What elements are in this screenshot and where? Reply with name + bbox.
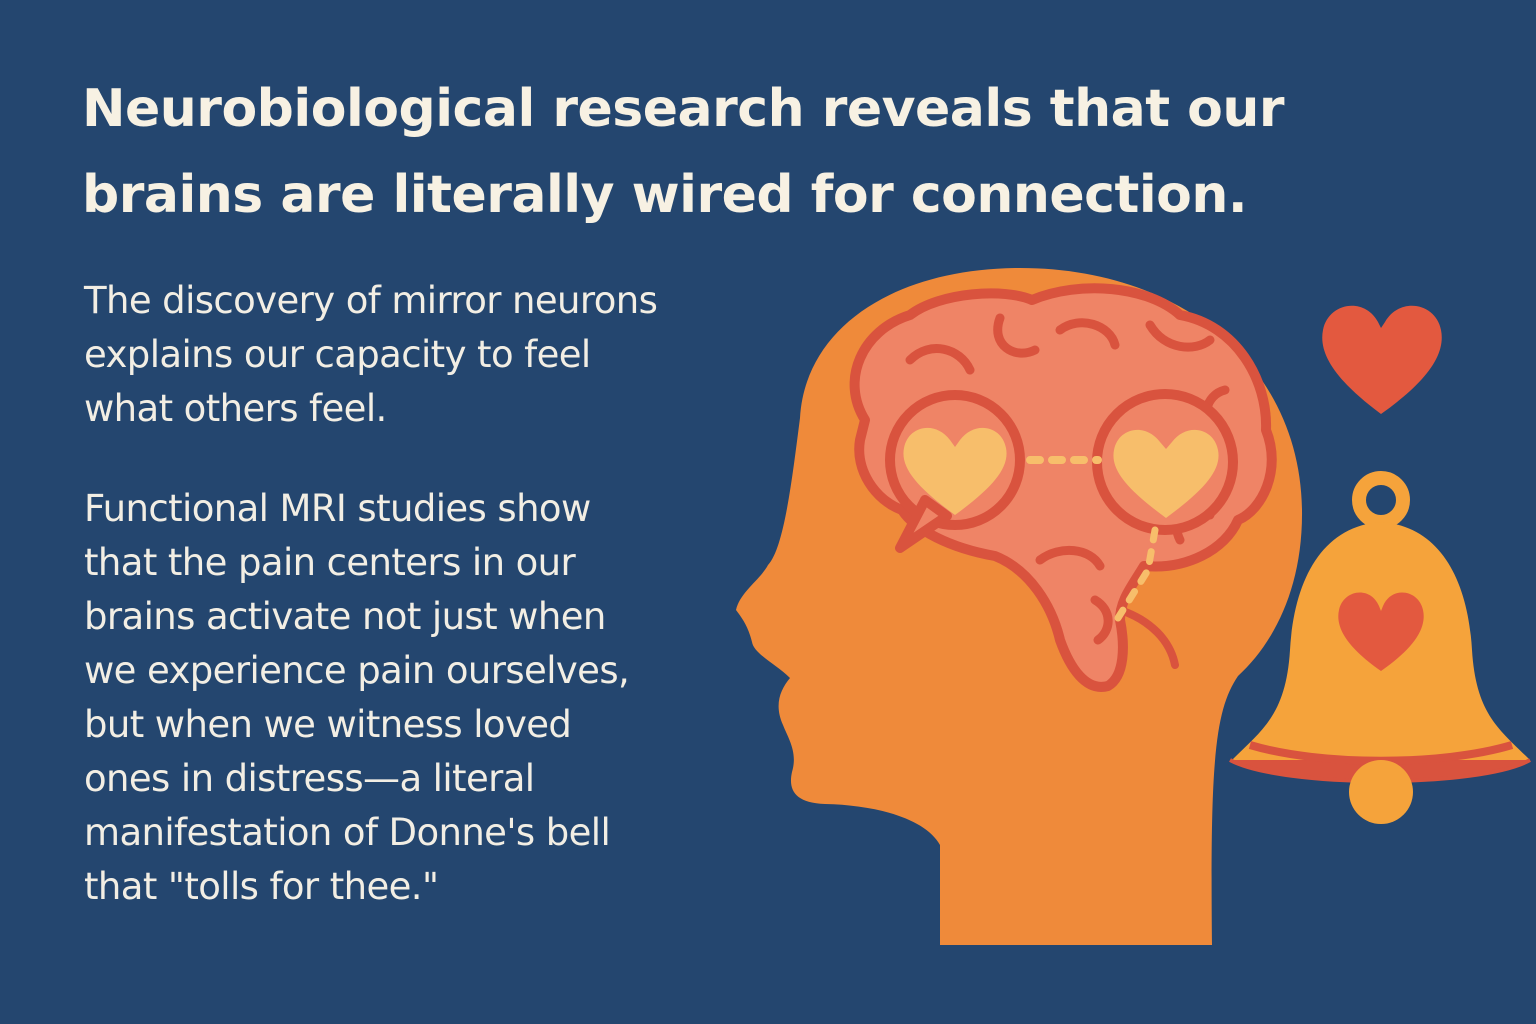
fmri-paragraph: Functional MRI studies show that the pai… bbox=[84, 482, 764, 914]
paragraph-line: ones in distress—a literal bbox=[84, 757, 535, 800]
paragraph-line: what others feel. bbox=[84, 387, 387, 430]
heart-icon bbox=[1322, 305, 1442, 414]
heart-icon bbox=[903, 427, 1007, 515]
paragraph-line: The discovery of mirror neurons bbox=[84, 279, 658, 322]
paragraph-line: Functional MRI studies show bbox=[84, 487, 591, 530]
paragraph-line: that the pain centers in our bbox=[84, 541, 576, 584]
paragraph-line: that "tolls for thee." bbox=[84, 865, 439, 908]
paragraph-line: but when we witness loved bbox=[84, 703, 572, 746]
paragraph-line: manifestation of Donne's bell bbox=[84, 811, 611, 854]
paragraph-line: explains our capacity to feel bbox=[84, 333, 591, 376]
paragraph-line: brains activate not just when bbox=[84, 595, 606, 638]
connection-line bbox=[1114, 526, 1159, 622]
heart-icon bbox=[1113, 429, 1219, 518]
bell-icon bbox=[1229, 471, 1531, 824]
headline-line-2: brains are literally wired for connectio… bbox=[82, 165, 1248, 225]
paragraph-line: we experience pain ourselves, bbox=[84, 649, 630, 692]
heart-bubble-right bbox=[1092, 389, 1238, 535]
heart-bubble-left bbox=[885, 390, 1025, 553]
heart-icon bbox=[1338, 592, 1424, 671]
headline: Neurobiological research reveals that ou… bbox=[82, 66, 1462, 238]
headline-line-1: Neurobiological research reveals that ou… bbox=[82, 79, 1285, 139]
mirror-neurons-paragraph: The discovery of mirror neurons explains… bbox=[84, 274, 764, 436]
head-brain-bell-illustration bbox=[736, 267, 1531, 946]
